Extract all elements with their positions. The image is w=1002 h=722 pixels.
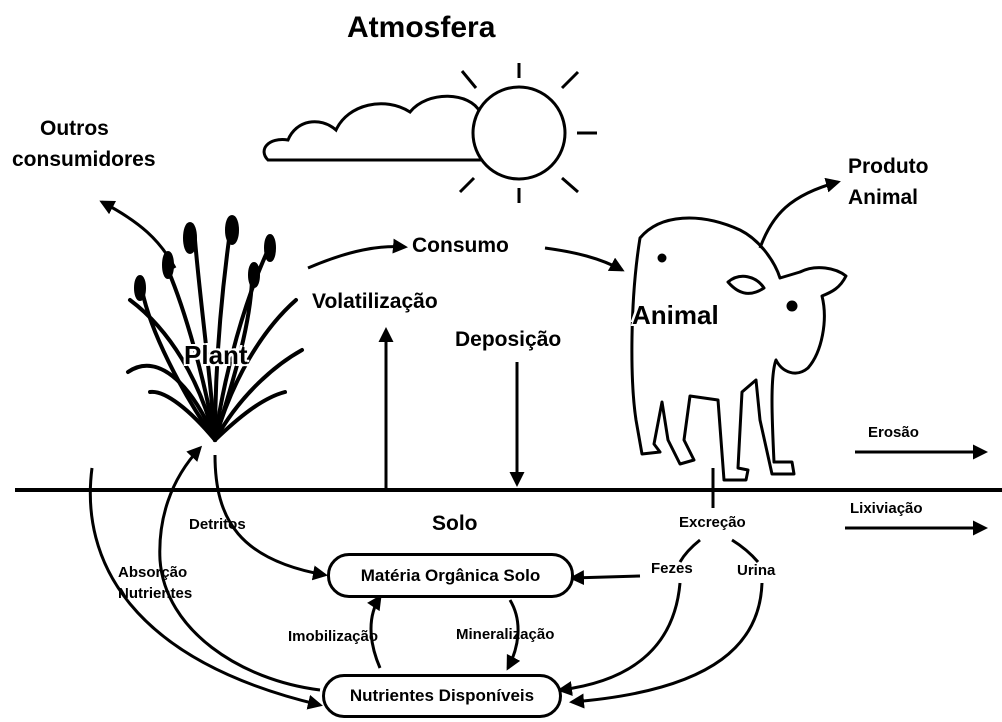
nutrient-uptake-label-line2: Nutrientes bbox=[118, 585, 193, 602]
nutrient-uptake-label-line1: Absorção bbox=[118, 564, 188, 581]
mineralization-label: Mineralização bbox=[456, 626, 555, 643]
consumption-label: Consumo bbox=[412, 234, 509, 257]
animal-product-label-line2: Animal bbox=[848, 186, 919, 209]
immobilization-label: Imobilização bbox=[288, 628, 379, 645]
excretion-label: Excreção bbox=[679, 514, 746, 531]
arrow-consumption-to-animal bbox=[544, 246, 625, 272]
animal-product-label-line1: Produto bbox=[848, 155, 929, 178]
arrow-animal-to-product bbox=[758, 177, 841, 249]
atmosphere-label: Atmosfera bbox=[347, 11, 496, 44]
arrow-consumption bbox=[307, 238, 408, 270]
feces-label: Fezes bbox=[651, 560, 693, 577]
other-consumers-label-line2: consumidores bbox=[12, 148, 156, 171]
arrow-immobilization bbox=[367, 594, 382, 669]
animal-label: Animal bbox=[632, 300, 719, 330]
plant-icon bbox=[126, 215, 304, 442]
volatilization-label: Volatilização bbox=[312, 290, 438, 313]
cloud-icon bbox=[262, 94, 504, 162]
sun-icon bbox=[458, 63, 597, 203]
detritus-label: Detritos bbox=[189, 516, 246, 533]
arrow-plant-to-consumers bbox=[99, 200, 177, 269]
urine-label: Urina bbox=[737, 562, 776, 579]
arrow-mineralization bbox=[506, 599, 521, 671]
arrow-detritus-to-som bbox=[213, 454, 328, 581]
erosion-label: Erosão bbox=[868, 424, 919, 441]
soil-label: Solo bbox=[432, 512, 478, 535]
leaching-label: Lixiviação bbox=[850, 500, 923, 517]
soil-organic-matter-pool: Matéria Orgânica Solo bbox=[327, 553, 574, 598]
cow-icon bbox=[630, 216, 848, 482]
arrow-urine-to-nutrients bbox=[569, 582, 764, 709]
deposition-label: Deposição bbox=[455, 328, 562, 351]
arrow-feces-to-som bbox=[569, 570, 641, 586]
plant-label: Plant bbox=[184, 340, 248, 370]
other-consumers-label-line1: Outros bbox=[40, 117, 109, 140]
arrow-feces-to-nutrients bbox=[557, 582, 682, 696]
arrow-uptake-to-plant bbox=[158, 445, 321, 692]
arrow-outer-uptake bbox=[88, 467, 323, 710]
available-nutrients-pool: Nutrientes Disponíveis bbox=[322, 674, 562, 718]
